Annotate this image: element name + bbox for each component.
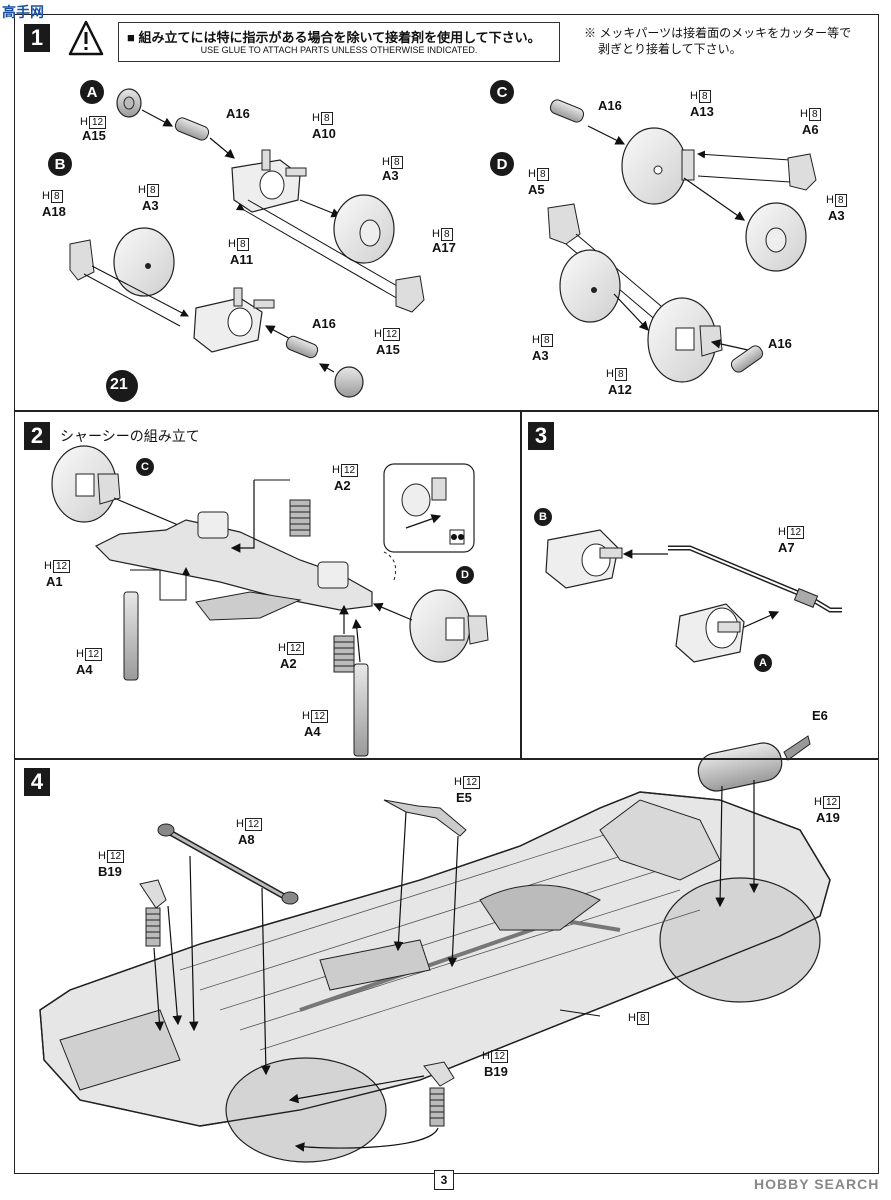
marker-b: B	[48, 152, 72, 176]
part-label: A3	[532, 348, 549, 363]
step3-panel	[520, 410, 879, 760]
part-label: A6	[802, 122, 819, 137]
step1-assembly-a	[116, 88, 425, 313]
step-number-1: 1	[24, 24, 50, 52]
part-label: A5	[528, 182, 545, 197]
part-label: A3	[382, 168, 399, 183]
part-label: A16	[226, 106, 250, 121]
warning-jp: ■ 組み立てには特に指示がある場合を除いて接着剤を使用して下さい。	[127, 30, 541, 45]
step-number-4: 4	[24, 768, 50, 796]
part-label: B19	[484, 1064, 508, 1079]
part-label: A16	[768, 336, 792, 351]
marker-c: C	[490, 80, 514, 104]
part-label: A13	[690, 104, 714, 119]
step1-assembly-c	[549, 99, 817, 272]
part-label: A4	[76, 662, 93, 677]
part-label: A11	[230, 252, 254, 267]
part-label: B19	[98, 864, 122, 879]
step1-assembly-b	[69, 227, 364, 398]
page-number: 3	[434, 1170, 454, 1190]
marker-d: D	[490, 152, 514, 176]
part-label: E5	[456, 790, 472, 805]
part-label: A1	[46, 574, 63, 589]
step4-underbody	[39, 735, 831, 1163]
marker-a: A	[754, 654, 772, 672]
part-label: A2	[280, 656, 297, 671]
marker-a: A	[80, 80, 104, 104]
step1-assembly-d	[547, 203, 764, 383]
part-label: A16	[312, 316, 336, 331]
step-number-2: 2	[24, 422, 50, 450]
part-label: A2	[334, 478, 351, 493]
caution-triangle-icon	[68, 20, 104, 56]
part-label: A12	[608, 382, 632, 397]
part-label: A3	[828, 208, 845, 223]
marker-d: D	[456, 566, 474, 584]
part-label: A8	[238, 832, 255, 847]
part-label: A17	[432, 240, 456, 255]
step2-title: シャーシーの組み立て	[60, 428, 200, 444]
part-label: A15	[82, 128, 106, 143]
step2-panel	[14, 410, 522, 760]
part-label: A18	[42, 204, 66, 219]
part-label: A19	[816, 810, 840, 825]
part-label: E6	[812, 708, 828, 723]
plating-note-line1: ※ メッキパーツは接着面のメッキをカッター等で	[584, 26, 852, 40]
step3-steering	[545, 529, 842, 663]
page-ref-21: 21	[110, 376, 128, 393]
spring-bottom-icon	[333, 635, 355, 673]
part-label: A10	[312, 126, 336, 141]
warning-en: USE GLUE TO ATTACH PARTS UNLESS OTHERWIS…	[200, 45, 478, 55]
marker-c: C	[136, 458, 154, 476]
part-label: A16	[598, 98, 622, 113]
part-label: A3	[142, 198, 159, 213]
marker-b: B	[534, 508, 552, 526]
glue-warning-box: ■ 組み立てには特に指示がある場合を除いて接着剤を使用して下さい。 USE GL…	[118, 22, 560, 62]
step1-panel	[14, 14, 879, 412]
part-label: A15	[376, 342, 400, 357]
plating-note-line2: 剥ぎとり接着して下さい。	[598, 42, 742, 56]
spring-top-icon	[289, 499, 311, 537]
step2-chassis	[51, 445, 489, 757]
step4-panel	[14, 758, 879, 1174]
part-label: A7	[778, 540, 795, 555]
part-label: A4	[304, 724, 321, 739]
step-number-3: 3	[528, 422, 554, 450]
site-logo: 高手网	[2, 4, 44, 20]
hobby-search-watermark: HOBBY SEARCH	[754, 1176, 880, 1192]
